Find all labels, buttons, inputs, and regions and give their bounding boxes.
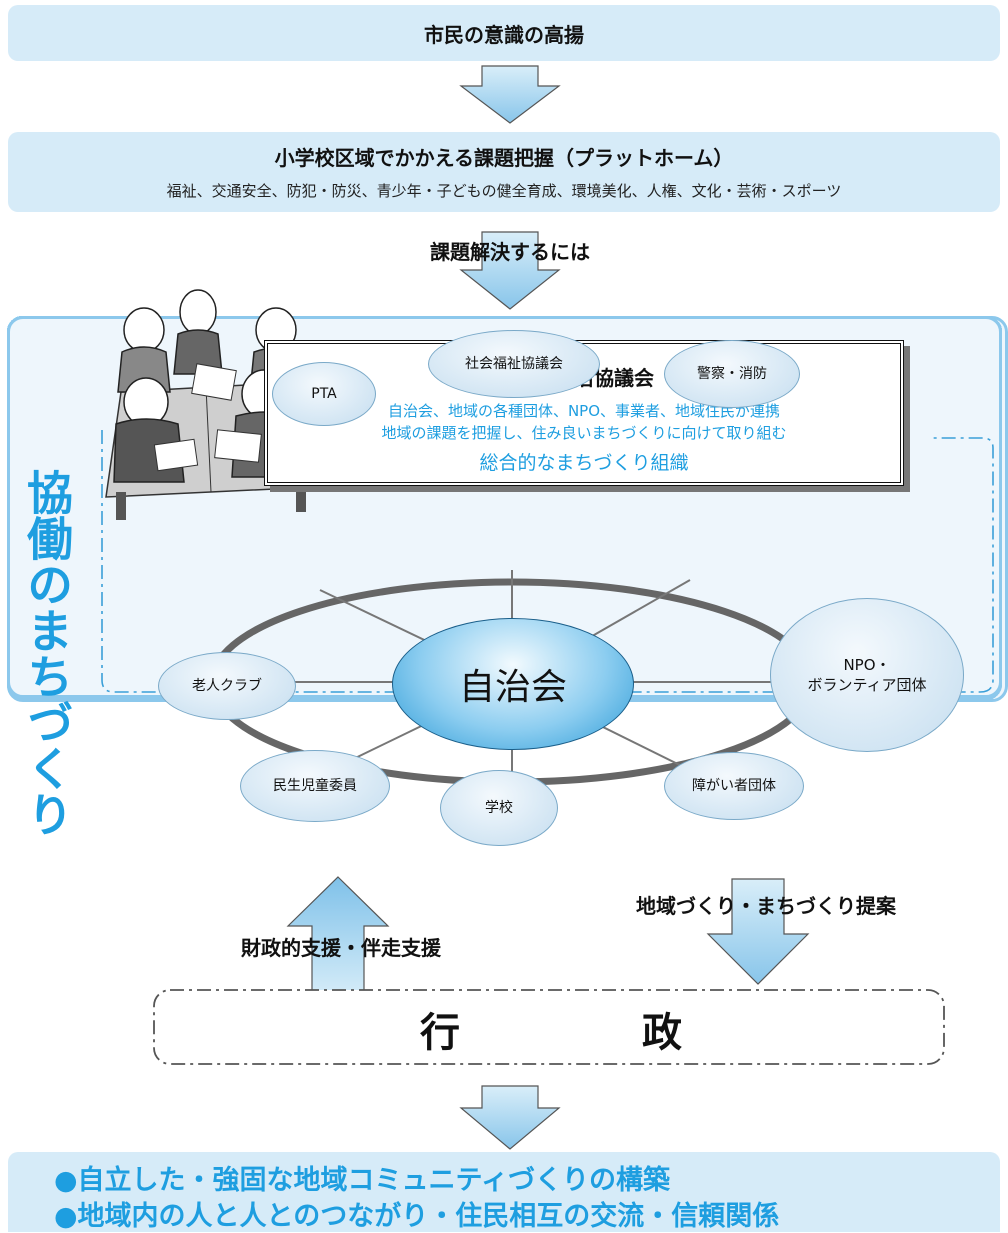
node-shakai-fukushi: 社会福祉協議会 xyxy=(428,330,600,398)
down-arrow-proposal xyxy=(706,878,810,985)
top-banner-title: 市民の意識の高揚 xyxy=(424,22,584,47)
down-arrow-2 xyxy=(459,231,561,310)
node-shakai-label: 社会福祉協議会 xyxy=(465,355,563,372)
side-title-text: 協働のまちづくり xyxy=(20,469,74,837)
top-banner: 市民の意識の高揚 xyxy=(8,5,1000,61)
side-title: 協働のまちづくり xyxy=(18,448,74,858)
node-shogai: 障がい者団体 xyxy=(664,752,804,820)
down-arrow-1 xyxy=(459,65,561,124)
support-label: 財政的支援・伴走支援 xyxy=(241,936,441,960)
node-shogai-label: 障がい者団体 xyxy=(692,777,776,794)
node-rojin: 老人クラブ xyxy=(158,652,296,720)
node-keisatsu: 警察・消防 xyxy=(664,340,800,408)
node-npo: NPO・ ボランティア団体 xyxy=(770,598,964,752)
node-keisatsu-label: 警察・消防 xyxy=(697,365,767,382)
down-arrow-final xyxy=(459,1085,561,1150)
issue-banner: 小学校区域でかかえる課題把握（プラットホーム） 福祉、交通安全、防犯・防災、青少… xyxy=(8,132,1000,212)
issue-title: 小学校区域でかかえる課題把握（プラットホーム） xyxy=(274,146,734,170)
node-rojin-label: 老人クラブ xyxy=(192,677,262,694)
node-pta: PTA xyxy=(272,362,376,426)
council-line-3: 総合的なまちづくり組織 xyxy=(479,452,689,474)
gyosei-char-1: 行 xyxy=(420,1010,460,1056)
gyosei-char-2: 政 xyxy=(642,1010,682,1056)
gyosei-frame xyxy=(153,989,945,1065)
node-gakko-label: 学校 xyxy=(485,799,513,816)
node-minsei: 民生児童委員 xyxy=(240,750,390,822)
hub-jichikai: 自治会 xyxy=(392,618,634,750)
council-line-1: 自治会、地域の各種団体、NPO、事業者、地域住民が連携 xyxy=(387,402,781,420)
result-line-1: ●自立した・強固な地域コミュニティづくりの構築 xyxy=(54,1165,670,1196)
node-minsei-label: 民生児童委員 xyxy=(273,777,357,794)
result-line-2: ●地域内の人と人とのつながり・住民相互の交流・信頼関係 xyxy=(54,1201,780,1232)
inner-dashed-frame xyxy=(101,430,994,693)
proposal-label: 地域づくり・まちづくり提案 xyxy=(636,894,896,918)
solve-label: 課題解決するには xyxy=(430,239,590,264)
node-pta-label: PTA xyxy=(311,385,337,402)
result-banner: ●自立した・強固な地域コミュニティづくりの構築 ●地域内の人と人とのつながり・住… xyxy=(8,1152,1000,1232)
node-npo-label: NPO・ ボランティア団体 xyxy=(807,655,927,694)
council-line-2: 地域の課題を把握し、住み良いまちづくりに向けて取り組む xyxy=(381,424,787,442)
hub-label: 自治会 xyxy=(458,667,567,708)
node-gakko: 学校 xyxy=(440,770,558,846)
issue-items: 福祉、交通安全、防犯・防災、青少年・子どもの健全育成、環境美化、人権、文化・芸術… xyxy=(166,182,842,200)
